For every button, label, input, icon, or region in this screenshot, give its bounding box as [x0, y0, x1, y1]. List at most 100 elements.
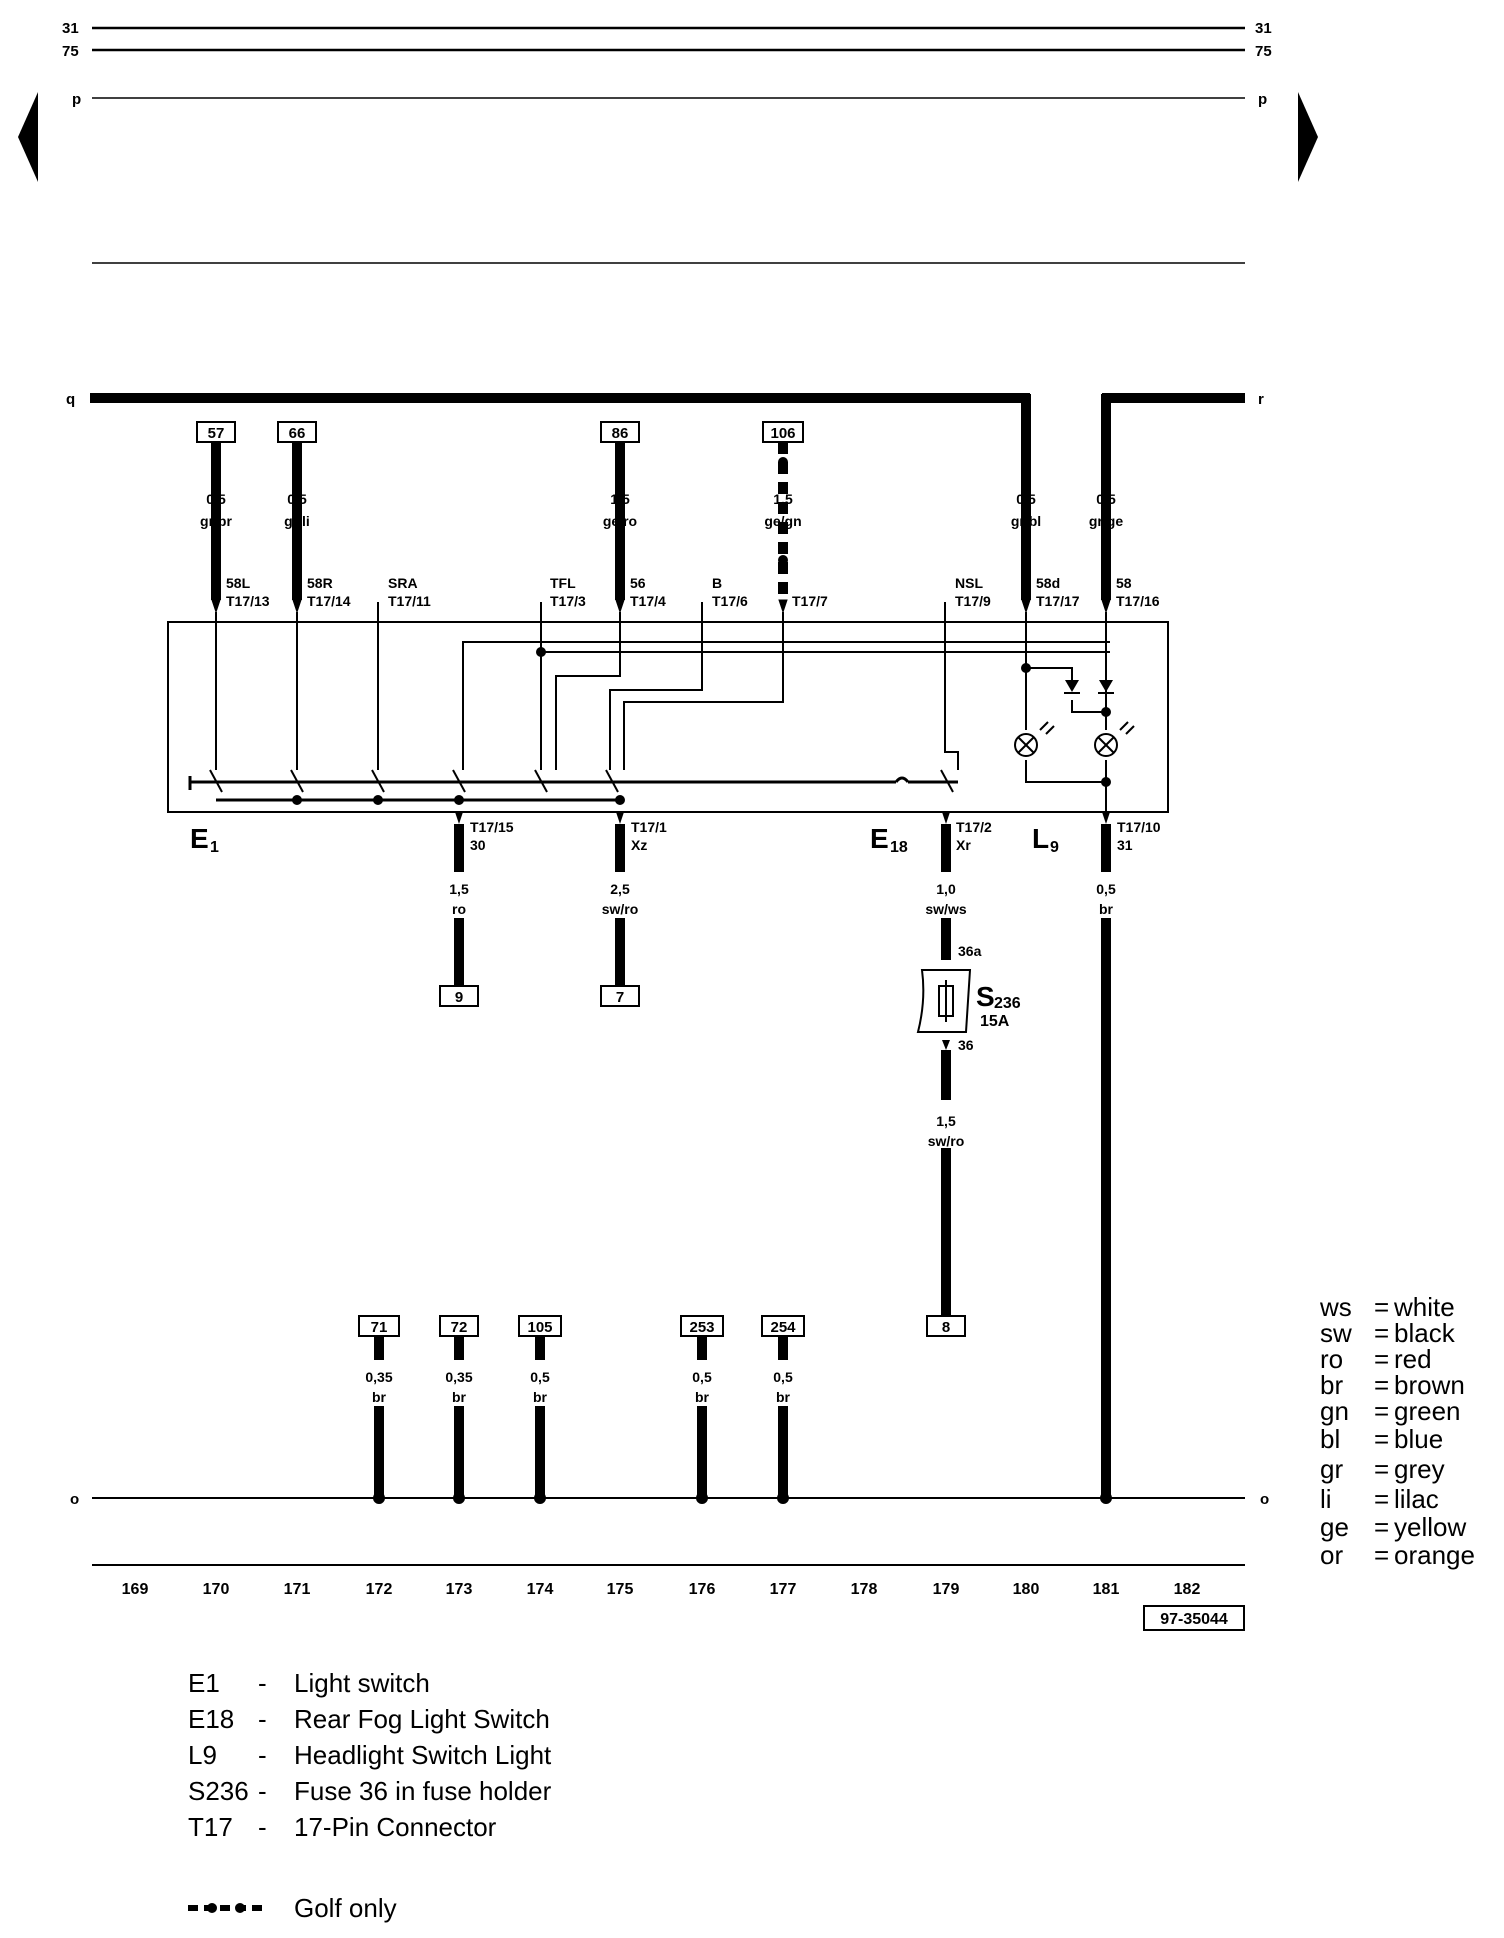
wire-size: 2,5 [610, 881, 630, 897]
color-key-abbr: sw [1320, 1318, 1352, 1348]
column-number: 179 [933, 1581, 960, 1598]
lamp-icon [1014, 721, 1135, 757]
top-wire-57: 57 [196, 421, 236, 600]
connector-label: T17/9 [955, 593, 991, 609]
top-wire-labels: 0,5 gr/br 0,5 gr/li 1,5 ge/ro 1,5 ge/gn … [200, 491, 1123, 529]
wire-color: gr/br [200, 513, 232, 529]
color-key-name: brown [1394, 1370, 1465, 1400]
rail-r-label: r [1258, 391, 1264, 408]
wire-size: 1,5 [773, 491, 793, 507]
color-key-name: green [1394, 1396, 1461, 1426]
equals-sign: = [1374, 1424, 1389, 1454]
wire-size: 0,5 [1096, 491, 1116, 507]
column-number: 177 [770, 1581, 797, 1598]
equals-sign: = [1374, 1344, 1389, 1374]
connector-label: T17/7 [792, 593, 828, 609]
e18-sub: 18 [890, 839, 908, 856]
equals-sign: = [1374, 1318, 1389, 1348]
color-key-abbr: or [1320, 1540, 1343, 1570]
top-rails: 31 75 31 75 p p [62, 20, 1272, 264]
l9-sub: 9 [1050, 839, 1059, 856]
color-key-abbr: gn [1320, 1396, 1349, 1426]
switch-housing [167, 621, 1169, 813]
next-page-arrow-icon[interactable] [1298, 92, 1318, 182]
s236-sub: 236 [994, 995, 1021, 1012]
previous-page-arrow-icon[interactable] [18, 92, 38, 182]
pin-label: NSL [955, 575, 983, 591]
connector-label: T17/13 [226, 593, 270, 609]
diagram-id-box [1143, 1605, 1245, 1631]
pin-label: 56 [630, 575, 646, 591]
rail-31-label-left: 31 [62, 20, 79, 37]
connector-label: T17/4 [630, 593, 666, 609]
pin-label: TFL [550, 575, 576, 591]
connector-label: T17/15 [470, 819, 514, 835]
bottom-boxes: 9 7 8 [439, 976, 966, 1337]
wire-size: 1,5 [610, 491, 630, 507]
connector-label: T17/6 [712, 593, 748, 609]
color-key-abbr: gr [1320, 1454, 1343, 1484]
fuse-s236: 36a 36 S 236 15A [916, 943, 1021, 1053]
wire-color: sw/ro [928, 1133, 965, 1149]
connector-label: T17/11 [388, 593, 431, 609]
connector-label: T17/16 [1116, 593, 1160, 609]
column-number: 181 [1093, 1581, 1120, 1598]
wire-box-8: 8 [942, 1319, 950, 1336]
equals-sign: = [1374, 1292, 1389, 1322]
e1-label: E [190, 823, 209, 854]
legend-desc: 17-Pin Connector [294, 1812, 497, 1842]
top-wire-86: 86 [600, 421, 640, 600]
wire-color: br [533, 1389, 548, 1405]
wire-size: 0,5 [1096, 881, 1116, 897]
color-key-abbr: li [1320, 1484, 1332, 1514]
legend-code: E1 [188, 1668, 220, 1698]
wire-size: 1,5 [449, 881, 469, 897]
fuse-pin-top: 36a [958, 943, 982, 959]
wire-box-106: 106 [770, 425, 795, 442]
wire-color: br [1099, 901, 1114, 917]
top-wire-66: 66 [277, 421, 317, 600]
top-pin-labels: 58L T17/13 58R T17/14 SRA T17/11 TFL T17… [226, 575, 1160, 609]
legend-code: T17 [188, 1812, 233, 1842]
component-labels: E 1 E 18 L 9 [190, 823, 1059, 856]
legend-dash: - [258, 1776, 267, 1806]
rail-75-label-left: 75 [62, 43, 79, 60]
rail-q-r: q r [66, 391, 1264, 600]
color-key-name: blue [1394, 1424, 1443, 1454]
component-legend: E1 - Light switch E18 - Rear Fog Light S… [188, 1668, 552, 1842]
color-key: ws = white sw = black ro = red br = brow… [1319, 1292, 1475, 1570]
rail-q-label: q [66, 391, 75, 408]
wire-size: 0,35 [365, 1369, 392, 1385]
legend-code: S236 [188, 1776, 249, 1806]
rail-p-label-right: p [1258, 91, 1267, 108]
pin-label: 58R [307, 575, 333, 591]
pin-label: SRA [388, 575, 418, 591]
wire-box-86: 86 [612, 425, 629, 442]
color-key-name: orange [1394, 1540, 1475, 1570]
color-key-name: black [1394, 1318, 1456, 1348]
wire-color: sw/ws [925, 901, 966, 917]
column-number: 182 [1174, 1581, 1201, 1598]
wire-color: gr/ge [1089, 513, 1123, 529]
legend-code: E18 [188, 1704, 234, 1734]
pin-label: Xr [956, 837, 971, 853]
color-key-name: lilac [1394, 1484, 1439, 1514]
pin-label: Xz [631, 837, 647, 853]
pin-label: 58 [1116, 575, 1132, 591]
golf-only-text: Golf only [294, 1893, 397, 1923]
column-number: 174 [527, 1581, 554, 1598]
ground-rail: o o [70, 1491, 1269, 1566]
legend-dash: - [258, 1668, 267, 1698]
legend-dash: - [258, 1812, 267, 1842]
wire-box-71: 71 [371, 1319, 388, 1336]
rail-o-label-left: o [70, 1491, 79, 1508]
legend-desc: Light switch [294, 1668, 430, 1698]
top-wire-106: 106 [762, 421, 804, 600]
pin-label: B [712, 575, 722, 591]
legend-dash: - [258, 1704, 267, 1734]
wire-box-66: 66 [289, 425, 306, 442]
wire-box-9: 9 [455, 989, 463, 1006]
wire-color: ro [452, 901, 466, 917]
equals-sign: = [1374, 1454, 1389, 1484]
equals-sign: = [1374, 1484, 1389, 1514]
